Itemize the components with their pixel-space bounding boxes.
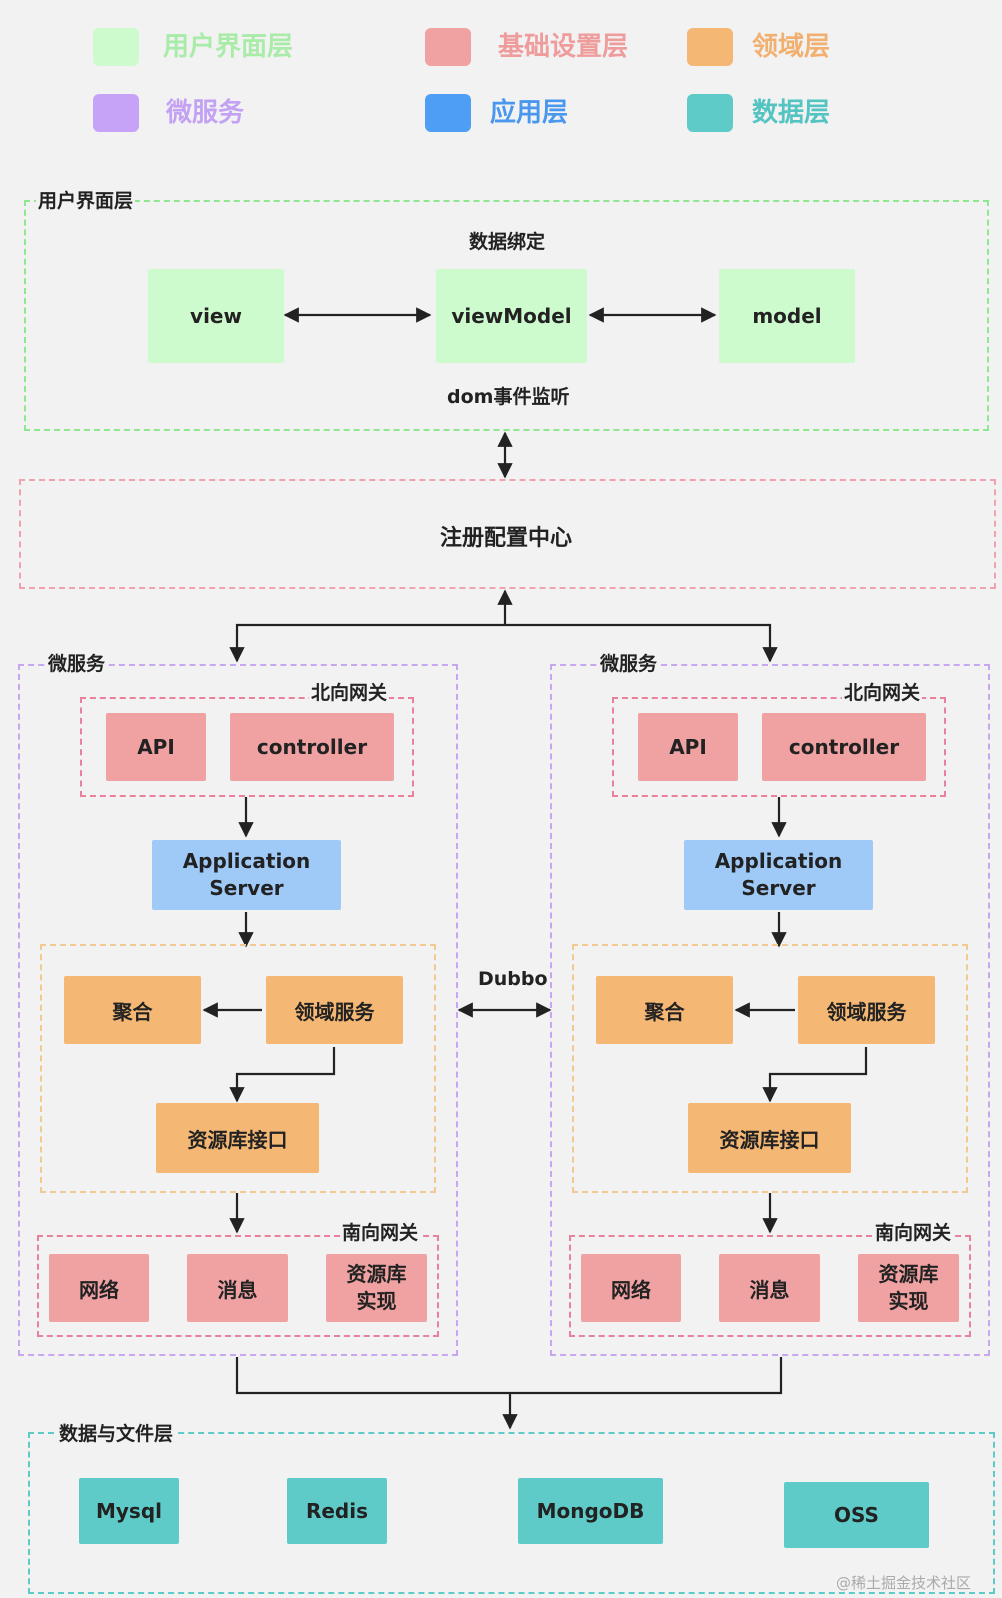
data-layer-title: 数据与文件层 [57,1423,176,1445]
legend-label-infra: 基础设置层 [498,32,629,62]
data-layer-frame [28,1432,995,1594]
watermark: @稀土掘金技术社区 [836,1574,972,1592]
model-box: model [719,269,855,363]
legend-label-ui: 用户界面层 [163,32,294,62]
oss-box: OSS [784,1482,929,1548]
application-server-box-right: Application Server [684,840,873,910]
application-server-line2-left: Server [209,876,284,900]
repository-impl-box-right: 资源库 实现 [858,1254,959,1322]
legend-swatch-infra [425,28,471,66]
api-box-right: API [638,713,738,781]
redis-box: Redis [287,1478,387,1544]
south-gateway-frame-right [569,1235,971,1337]
microservice-title-right: 微服务 [598,653,660,675]
south-gateway-title-right: 南向网关 [873,1222,954,1244]
controller-box-left: controller [230,713,394,781]
legend-swatch-microservice [93,94,139,132]
data-binding-label: 数据绑定 [469,231,546,253]
registry-label: 注册配置中心 [439,526,572,551]
domain-service-box-right: 领域服务 [798,976,935,1044]
north-gateway-title-right: 北向网关 [842,682,923,704]
mysql-box: Mysql [79,1478,179,1544]
microservice-title-left: 微服务 [46,653,108,675]
domain-frame-right [572,944,968,1193]
north-gateway-frame-right [612,697,946,797]
repository-impl-box-left: 资源库 实现 [326,1254,427,1322]
api-box-left: API [106,713,206,781]
application-server-line2-right: Server [741,876,816,900]
registry-frame [19,479,996,589]
legend-swatch-ui [93,28,139,66]
legend-label-microservice: 微服务 [166,98,245,128]
north-gateway-title-left: 北向网关 [309,682,390,704]
mongodb-box: MongoDB [518,1478,663,1544]
repository-interface-box-left: 资源库接口 [156,1103,319,1173]
north-gateway-frame-left [80,697,414,797]
dom-event-label: dom事件监听 [447,386,570,408]
application-server-line1-right: Application [714,849,843,873]
message-box-left: 消息 [187,1254,288,1322]
legend-label-app: 应用层 [490,98,569,128]
view-box: view [148,269,284,363]
dubbo-label: Dubbo [478,968,548,990]
legend-label-data: 数据层 [752,98,831,128]
repository-interface-box-right: 资源库接口 [688,1103,851,1173]
message-box-right: 消息 [719,1254,820,1322]
viewmodel-box: viewModel [436,269,587,363]
network-box-left: 网络 [49,1254,149,1322]
microservice-frame-left [18,664,458,1356]
application-server-box-left: Application Server [152,840,341,910]
repository-impl-line2-left: 实现 [356,1289,397,1313]
legend-swatch-domain [687,28,733,66]
controller-box-right: controller [762,713,926,781]
domain-service-box-left: 领域服务 [266,976,403,1044]
microservice-frame-right [550,664,990,1356]
aggregate-box-left: 聚合 [64,976,201,1044]
south-gateway-frame-left [37,1235,439,1337]
repository-impl-line1-left: 资源库 [346,1262,407,1286]
repository-impl-line2-right: 实现 [888,1289,929,1313]
legend-swatch-data [687,94,733,132]
ui-layer-frame [24,200,989,431]
south-gateway-title-left: 南向网关 [340,1222,421,1244]
application-server-line1-left: Application [182,849,311,873]
domain-frame-left [40,944,436,1193]
ui-layer-title: 用户界面层 [36,190,136,212]
legend-label-domain: 领域层 [752,32,831,62]
legend-swatch-app [425,94,471,132]
network-box-right: 网络 [581,1254,681,1322]
aggregate-box-right: 聚合 [596,976,733,1044]
repository-impl-line1-right: 资源库 [878,1262,939,1286]
